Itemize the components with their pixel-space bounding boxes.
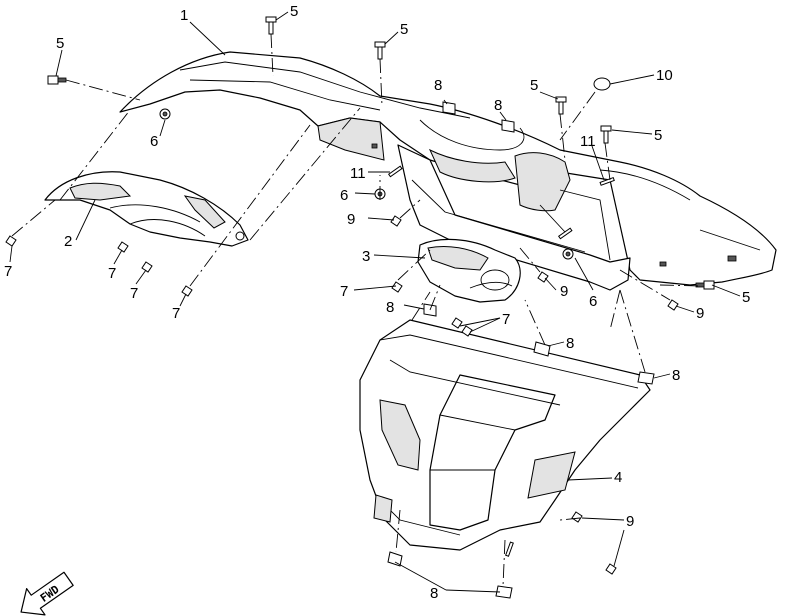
leader-lines — [9, 11, 741, 593]
bolt-icon — [265, 16, 277, 35]
pin-icon — [387, 165, 403, 178]
bolt-icon — [374, 41, 386, 60]
callout-5: 5 — [742, 289, 750, 306]
screw-icon — [537, 271, 549, 283]
clip-icon — [501, 119, 515, 133]
screw-icon — [5, 235, 17, 247]
callout-5: 5 — [56, 35, 64, 52]
callout-9: 9 — [560, 283, 568, 300]
clip-icon — [495, 585, 513, 599]
part-2-inner-guard — [44, 171, 249, 247]
callout-5: 5 — [654, 127, 662, 144]
bolt-icon — [555, 96, 567, 115]
callout-3: 3 — [362, 248, 370, 265]
callout-9: 9 — [347, 211, 355, 228]
callout-1: 1 — [180, 7, 188, 24]
pin-icon — [505, 541, 514, 557]
callout-8: 8 — [430, 585, 438, 602]
screw-icon — [117, 241, 129, 253]
screw-icon — [390, 215, 402, 227]
screw-icon — [571, 511, 583, 523]
callout-7: 7 — [130, 285, 138, 302]
bolt-icon — [695, 280, 715, 290]
callout-11: 11 — [580, 133, 596, 150]
screw-icon — [181, 285, 193, 297]
callout-7: 7 — [340, 283, 348, 300]
part-3-small-bracket — [417, 238, 521, 303]
part-1-rear-fender — [119, 51, 777, 286]
clip-hardware — [387, 101, 655, 599]
callout-7: 7 — [172, 305, 180, 322]
nut-icon — [159, 108, 171, 120]
callout-5: 5 — [530, 77, 538, 94]
screw-icon — [605, 563, 617, 575]
nut-icon — [562, 248, 574, 260]
callout-9: 9 — [696, 305, 704, 322]
callout-6: 6 — [150, 133, 158, 150]
assembly-lines — [11, 33, 701, 587]
clip-icon — [637, 371, 655, 385]
forward-arrow-icon: FWD — [20, 571, 74, 616]
screw-icon — [667, 299, 679, 311]
callout-11: 11 — [350, 165, 366, 182]
callout-9: 9 — [626, 513, 634, 530]
screw-icon — [141, 261, 153, 273]
callout-5: 5 — [290, 3, 298, 20]
callout-8: 8 — [566, 335, 574, 352]
callout-8: 8 — [386, 299, 394, 316]
nut-hardware — [159, 77, 611, 260]
callout-5: 5 — [400, 21, 408, 38]
screw-icon — [391, 281, 403, 293]
screw-icon — [461, 325, 473, 337]
callout-8: 8 — [672, 367, 680, 384]
pin-icon — [557, 227, 573, 240]
callout-10: 10 — [656, 67, 673, 84]
screw-hardware — [5, 215, 679, 575]
screw-icon — [451, 317, 463, 329]
bolt-icon — [47, 75, 67, 85]
clip-icon — [387, 551, 403, 567]
bolt-icon — [600, 125, 612, 144]
cap-nut-icon — [593, 77, 611, 91]
callout-2: 2 — [64, 233, 72, 250]
callout-8: 8 — [434, 77, 442, 94]
part-4-lower-guard — [359, 319, 651, 551]
callout-6: 6 — [340, 187, 348, 204]
callout-4: 4 — [614, 469, 622, 486]
callout-6: 6 — [589, 293, 597, 310]
callout-labels: 1 2 3 4 5 5 5 5 5 5 6 6 6 7 7 7 7 7 7 8 … — [4, 3, 750, 602]
bolt-hardware — [47, 16, 715, 290]
pin-hardware — [387, 165, 615, 557]
callout-7: 7 — [502, 311, 510, 328]
clip-icon — [442, 101, 456, 115]
callout-8: 8 — [494, 97, 502, 114]
pin-icon — [599, 177, 615, 186]
callout-7: 7 — [108, 265, 116, 282]
callout-7: 7 — [4, 263, 12, 280]
